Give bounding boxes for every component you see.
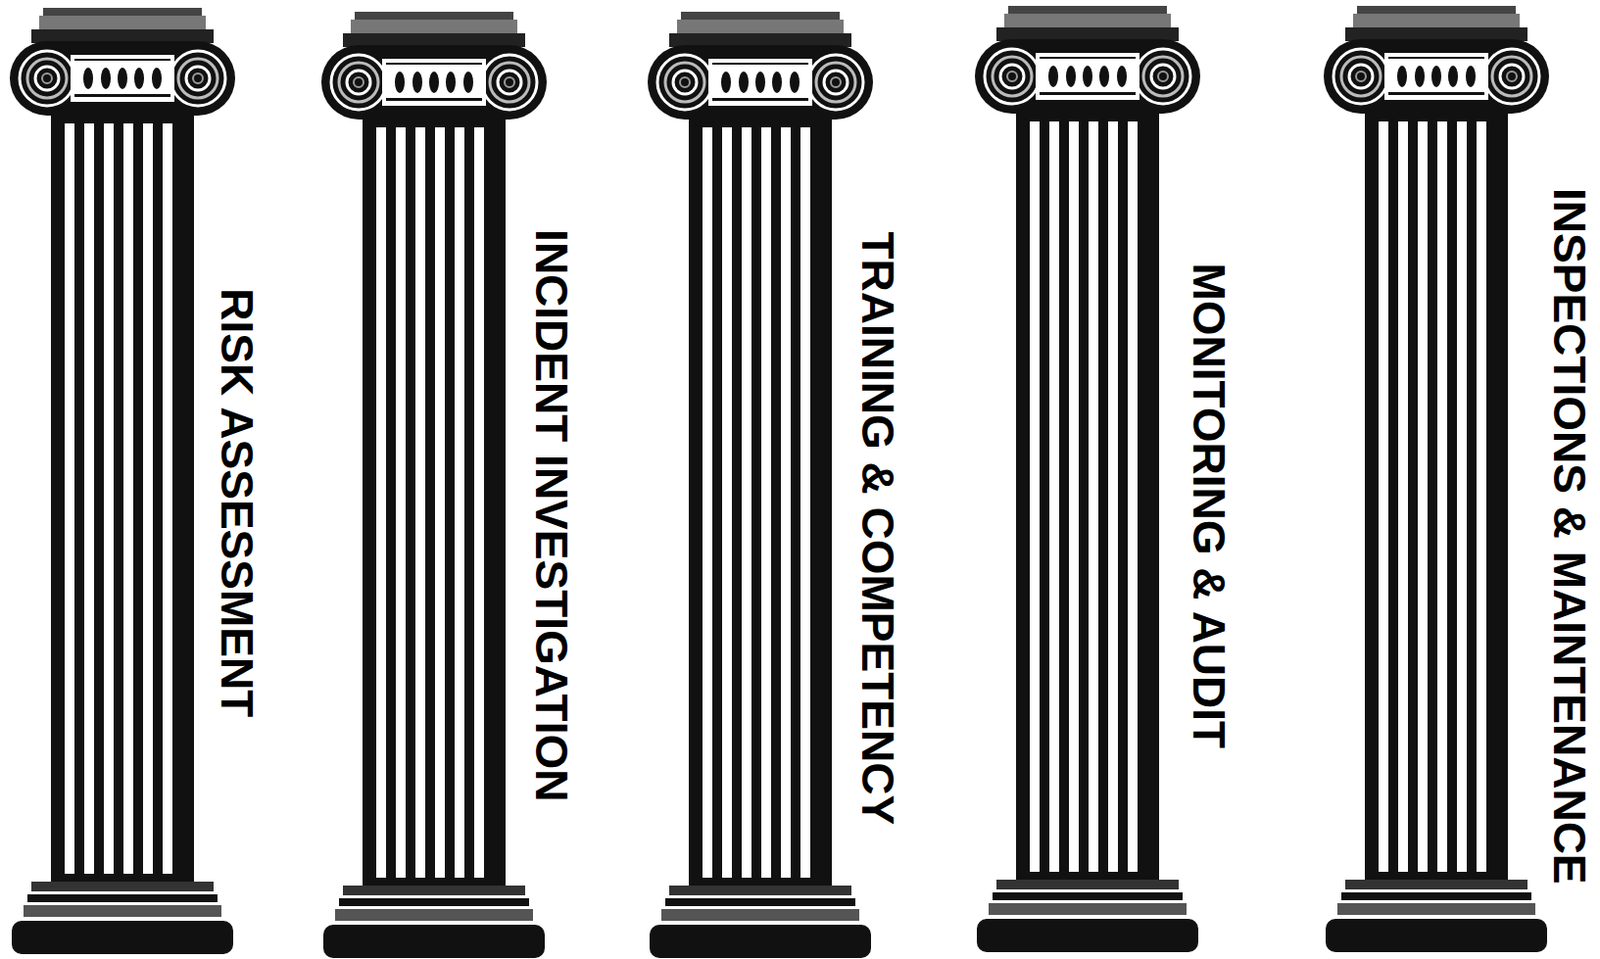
pillar-label: RISK ASSESSMENT	[212, 288, 263, 718]
pillar-label: MONITORING & AUDIT	[1184, 262, 1235, 749]
pillar-label: TRAINING & COMPETENCY	[853, 231, 904, 825]
column	[321, 11, 547, 959]
pillar-label: INSPECTIONS & MAINTENANCE	[1544, 188, 1595, 884]
column	[647, 11, 873, 959]
column	[9, 7, 236, 955]
pillar-label: INCIDENT INVESTIGATION	[527, 229, 578, 802]
column	[1323, 5, 1550, 953]
column	[974, 5, 1201, 953]
